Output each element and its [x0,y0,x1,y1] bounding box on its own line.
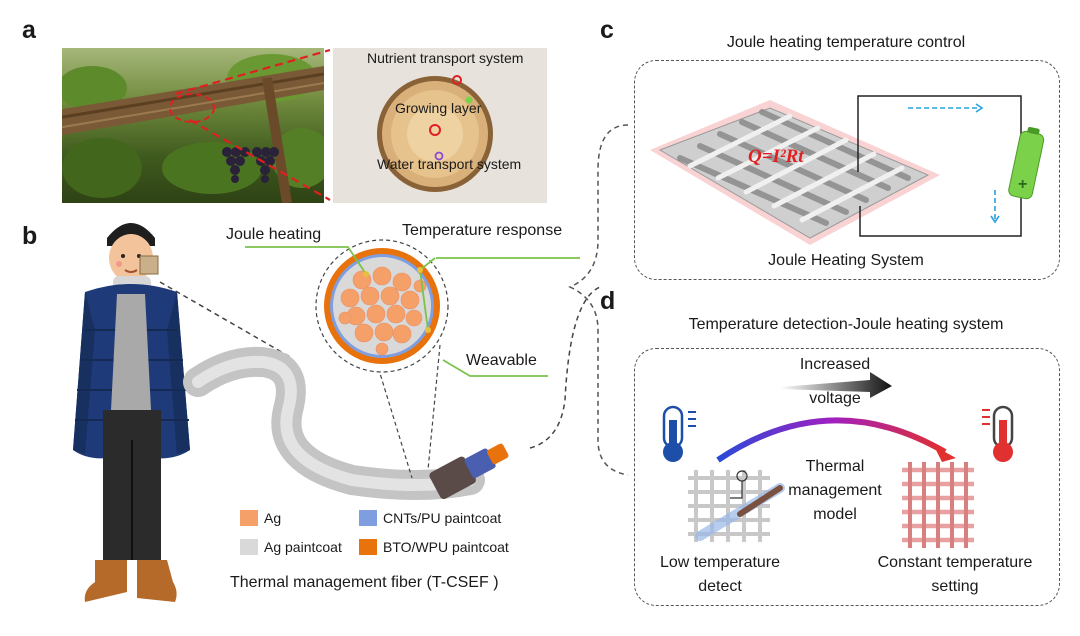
joule-heating-label: Joule heating [226,226,322,243]
model-label-2: management [788,482,882,499]
water-label: Water transport system [377,156,522,172]
fiber-caption: Thermal management fiber (T-CSEF ) [230,574,499,591]
legend-swatch-ag-paintcoat [240,539,258,555]
legend-swatch-ag [240,510,258,526]
legend-label-cnt: CNTs/PU paintcoat [383,510,502,526]
legend-label-ag: Ag [264,510,282,526]
panel-c-letter: c [600,16,614,44]
weavable-label: Weavable [466,352,537,369]
constant-temp-label-1: Constant temperature [877,554,1033,571]
voltage-label: voltage [809,390,861,407]
battery-plus: + [1018,176,1028,193]
low-temp-label-2: detect [698,578,742,595]
panel-c-caption: Joule Heating System [768,252,924,269]
legend: Ag Ag paintcoat CNTs/PU paintcoat BTO/WP… [240,510,560,560]
vine-photo [62,48,324,203]
legend-swatch-bto [359,539,377,555]
panel-d-letter: d [600,287,616,315]
panel-c-title: Joule heating temperature control [726,34,966,51]
panel-b-letter: b [22,222,38,250]
low-temp-label-1: Low temperature [659,554,781,571]
temperature-response-label: Temperature response [402,222,563,239]
panel-c-box [634,60,1060,280]
joule-formula: Q=I²Rt [748,146,804,167]
panel-d-title: Temperature detection-Joule heating syst… [688,316,1004,333]
model-label-1: Thermal [805,458,865,475]
constant-temp-label-2: setting [931,578,979,595]
model-label-3: model [813,506,857,523]
nutrient-label: Nutrient transport system [367,50,524,66]
legend-label-ag-paintcoat: Ag paintcoat [264,539,342,555]
panel-d-box [634,348,1060,606]
panel-a-letter: a [22,16,36,44]
person-illustration [55,210,205,620]
legend-label-bto: BTO/WPU paintcoat [383,539,509,555]
tree-cross-section-image: Nutrient transport system Growing layer … [333,48,547,203]
legend-swatch-cnt [359,510,377,526]
growing-layer-label: Growing layer [395,100,482,116]
increased-label: Increased [799,356,871,373]
